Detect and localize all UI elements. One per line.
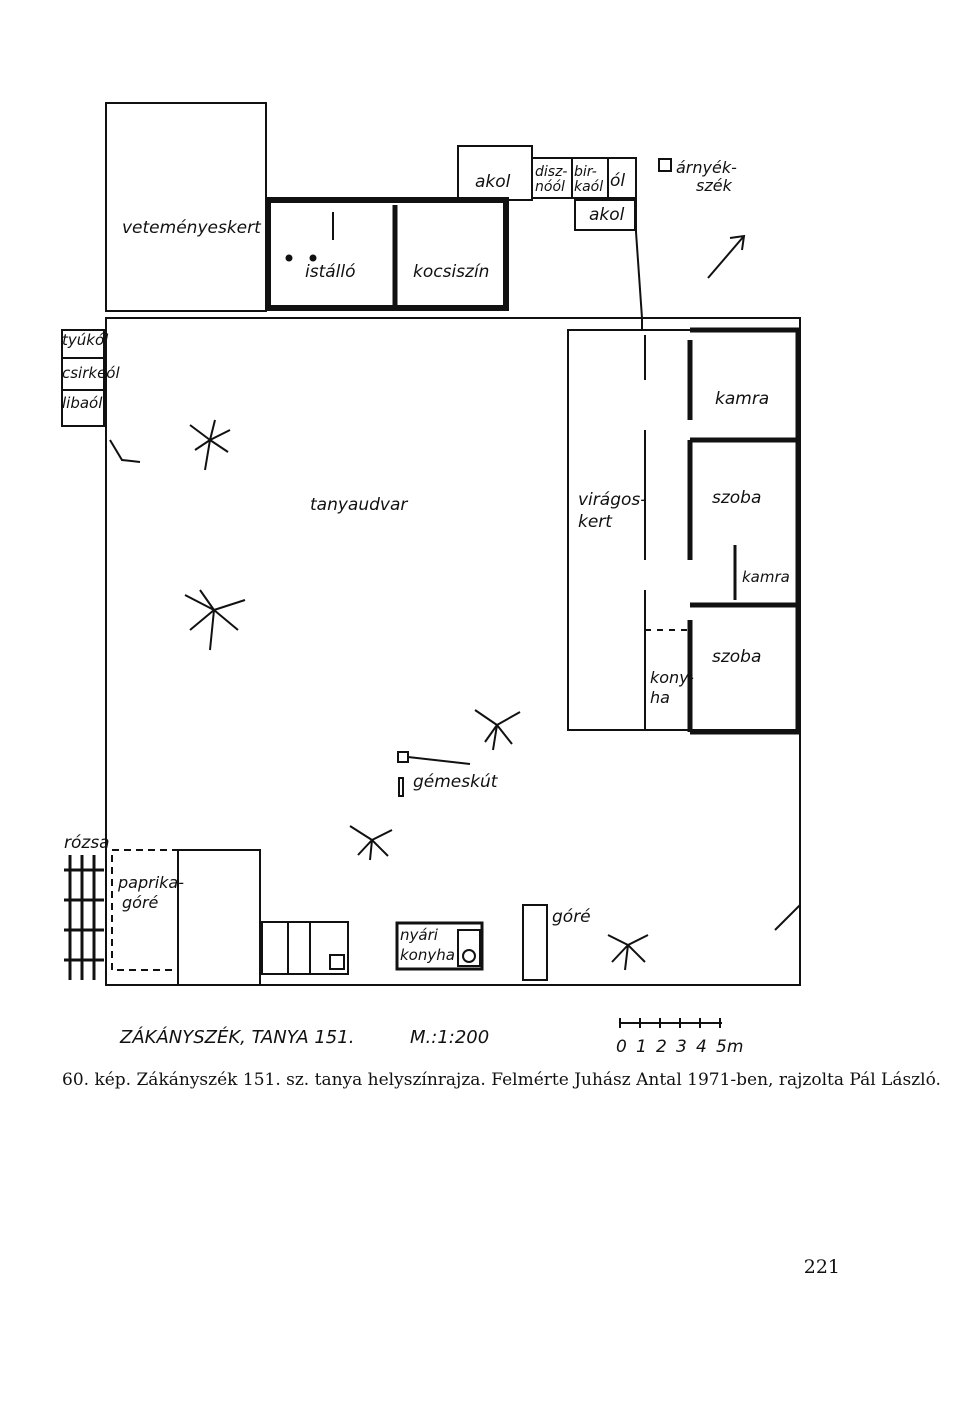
north-arrow-icon <box>707 234 746 279</box>
paprika-crib-label: paprika-góré <box>117 873 184 912</box>
well-post <box>397 751 409 763</box>
scale-tick-0: 0 <box>616 1037 627 1057</box>
pig-pen-label-l1: disz- <box>535 164 567 180</box>
pig-sties <box>261 921 349 975</box>
house-walls <box>690 327 801 735</box>
corn-crib-label: góré <box>552 907 591 927</box>
flower-garden-label: virágos-kert <box>578 490 646 532</box>
summer-kitchen-label-l2: konyha <box>400 946 455 964</box>
coach-house-label: kocsiszín <box>413 262 489 282</box>
scale-bar <box>619 1018 722 1028</box>
small-pen <box>607 157 637 199</box>
scale-tick-3: 3 <box>676 1037 687 1057</box>
kitchen-label: kony-ha <box>650 668 694 707</box>
sheep-pen-label: akol <box>475 172 511 192</box>
page-number: 221 <box>803 1256 840 1278</box>
small-sheep-pen-label: akol <box>589 205 625 225</box>
flower-garden-label-l2: kert <box>578 512 613 532</box>
kitchen-label-l1: kony- <box>650 668 694 687</box>
vegetable-garden <box>105 102 267 312</box>
rose-bed <box>64 855 104 980</box>
plan-title: ZÁKÁNYSZÉK, TANYA 151. <box>119 1026 354 1048</box>
paprika-crib-label-l2: góré <box>122 893 159 912</box>
shade-box <box>658 158 672 172</box>
privy-label-l2: szék <box>696 176 733 195</box>
pantry-label: kamra <box>715 389 769 409</box>
corn-crib <box>522 904 548 981</box>
pig-pen-label: disz-nóól <box>535 164 567 195</box>
summer-kitchen <box>395 921 484 971</box>
stable-label: istálló <box>305 262 356 282</box>
summer-kitchen-label-l1: nyári <box>400 926 439 944</box>
figure-caption: 60. kép. Zákányszék 151. sz. tanya helys… <box>62 1070 941 1090</box>
well-label: gémeskút <box>413 772 499 792</box>
stable-block <box>265 197 509 311</box>
privy-label: árnyék-szék <box>676 158 737 195</box>
scale-bar-ticks: 0 1 2 3 4 5m <box>616 1037 743 1057</box>
hen-coop-label: tyúkól <box>62 331 109 349</box>
scale-tick-2: 2 <box>656 1037 667 1057</box>
well-trough <box>398 777 404 797</box>
vegetable-garden-label: veteményeskert <box>122 218 262 238</box>
scale-tick-5: 5m <box>716 1037 743 1057</box>
privy-label-l1: árnyék- <box>676 158 737 177</box>
tree-icon <box>184 419 649 971</box>
pig-pen-label-l2: nóól <box>535 179 565 195</box>
pen-label: ól <box>610 171 625 191</box>
scale-tick-4: 4 <box>696 1037 707 1057</box>
farmyard-label: tanyaudvar <box>310 495 408 515</box>
kitchen-label-l2: ha <box>650 688 670 707</box>
side-building <box>177 849 261 986</box>
summer-kitchen-label: nyári konyha <box>400 926 455 964</box>
yard-boundary <box>105 317 801 986</box>
plan-scale: M.:1:200 <box>410 1027 489 1048</box>
small-pantry-label: kamra <box>742 568 790 586</box>
room-1-label: szoba <box>712 488 761 508</box>
rose-label: rózsa <box>64 833 110 853</box>
paprika-crib-label-l1: paprika- <box>117 873 184 892</box>
sheep-shed-label: bir-kaól <box>574 164 603 195</box>
room-2-label: szoba <box>712 647 761 667</box>
scale-tick-1: 1 <box>636 1037 647 1057</box>
flower-garden-label-l1: virágos- <box>578 490 646 510</box>
sheep-shed-label-l2: kaól <box>574 179 603 195</box>
chicken-coop-label: csirkeól <box>62 364 120 382</box>
goose-coop-label: libaól <box>62 394 103 412</box>
sheep-shed-label-l1: bir- <box>574 164 597 180</box>
poultry-coops <box>61 329 105 427</box>
